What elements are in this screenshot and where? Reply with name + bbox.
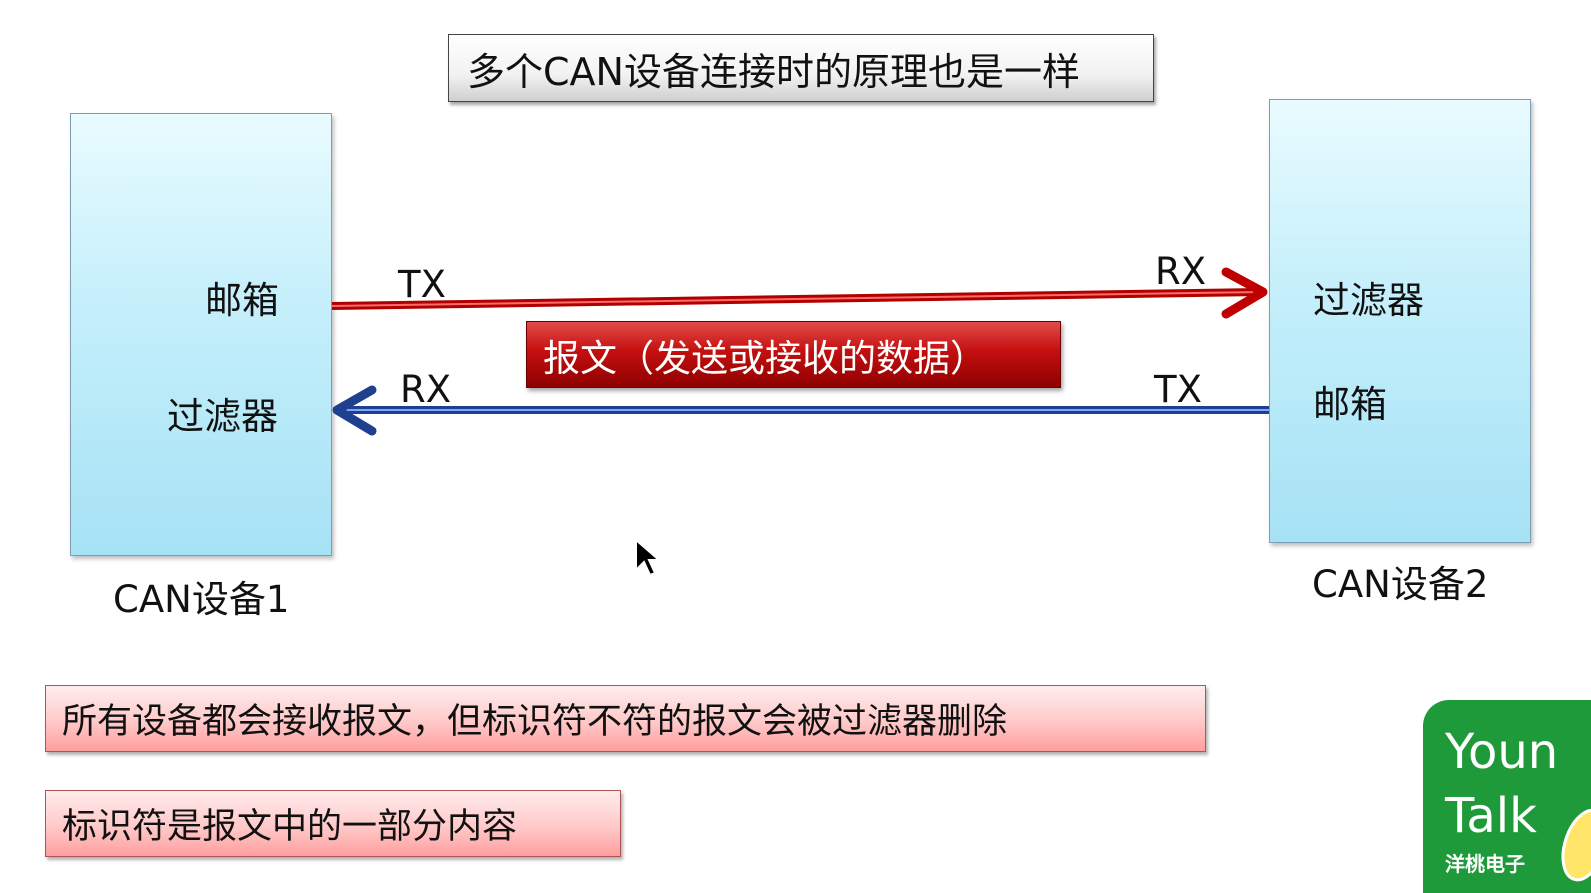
device2-tx-label: TX <box>1154 368 1202 411</box>
device1-rx-label: RX <box>400 368 452 411</box>
device1-name: CAN设备1 <box>113 578 290 621</box>
can-device-1-box: 邮箱 过滤器 <box>70 113 332 556</box>
can-device-2-box: 过滤器 邮箱 <box>1269 99 1531 543</box>
device1-mailbox-label: 邮箱 <box>205 279 279 322</box>
device2-name: CAN设备2 <box>1312 563 1489 606</box>
note-filter-explanation: 所有设备都会接收报文，但标识符不符的报文会被过滤器删除 <box>45 685 1206 752</box>
logo-line-2: Talk <box>1445 788 1537 844</box>
tx-rx-arrow-top <box>331 267 1268 319</box>
logo-subtitle: 洋桃电子 <box>1445 852 1525 876</box>
device1-tx-label: TX <box>398 263 446 306</box>
device2-rx-label: RX <box>1155 250 1207 293</box>
mouse-cursor-icon <box>635 538 662 577</box>
logo: Youn Talk 洋桃电子 <box>1423 700 1591 893</box>
logo-leaf-icon <box>1561 808 1591 882</box>
device2-filter-label: 过滤器 <box>1313 279 1424 322</box>
message-box: 报文（发送或接收的数据） <box>526 321 1061 388</box>
diagram-title: 多个CAN设备连接时的原理也是一样 <box>448 34 1154 102</box>
logo-line-1: Youn <box>1445 724 1559 780</box>
note-identifier: 标识符是报文中的一部分内容 <box>45 790 621 857</box>
device1-filter-label: 过滤器 <box>167 395 278 438</box>
tx-rx-arrow-bottom <box>332 385 1269 436</box>
device2-mailbox-label: 邮箱 <box>1313 383 1387 426</box>
